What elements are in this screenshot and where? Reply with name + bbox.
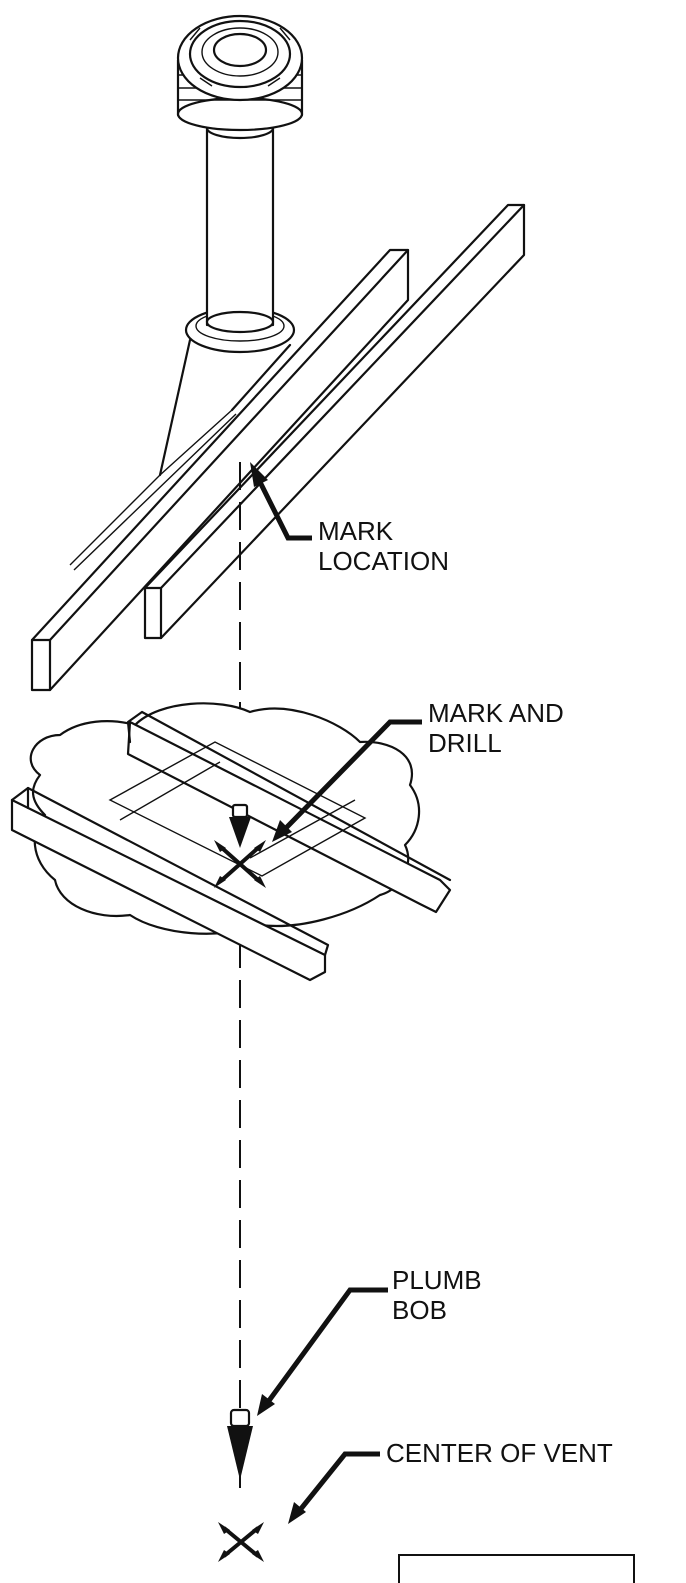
mark-location-label: MARK LOCATION — [318, 516, 449, 576]
mark-location-leader — [250, 462, 312, 541]
floor-joist-icon — [10, 702, 452, 982]
center-mark-icon — [218, 1522, 264, 1562]
label-box — [398, 1554, 635, 1583]
ceiling-joist-icon — [30, 203, 526, 692]
vent-pipe-icon — [158, 14, 304, 477]
mark-and-drill-leader — [272, 719, 422, 842]
center-of-vent-label: CENTER OF VENT — [386, 1438, 613, 1468]
center-of-vent-leader — [288, 1451, 380, 1524]
upper-plumb-bob-icon — [229, 803, 251, 848]
drill-mark-icon — [214, 840, 266, 888]
plumb-bob-label: PLUMB BOB — [392, 1265, 482, 1325]
plumb-bob-icon — [227, 1408, 253, 1480]
mark-and-drill-label: MARK AND DRILL — [428, 698, 564, 758]
plumb-bob-leader — [257, 1287, 388, 1416]
